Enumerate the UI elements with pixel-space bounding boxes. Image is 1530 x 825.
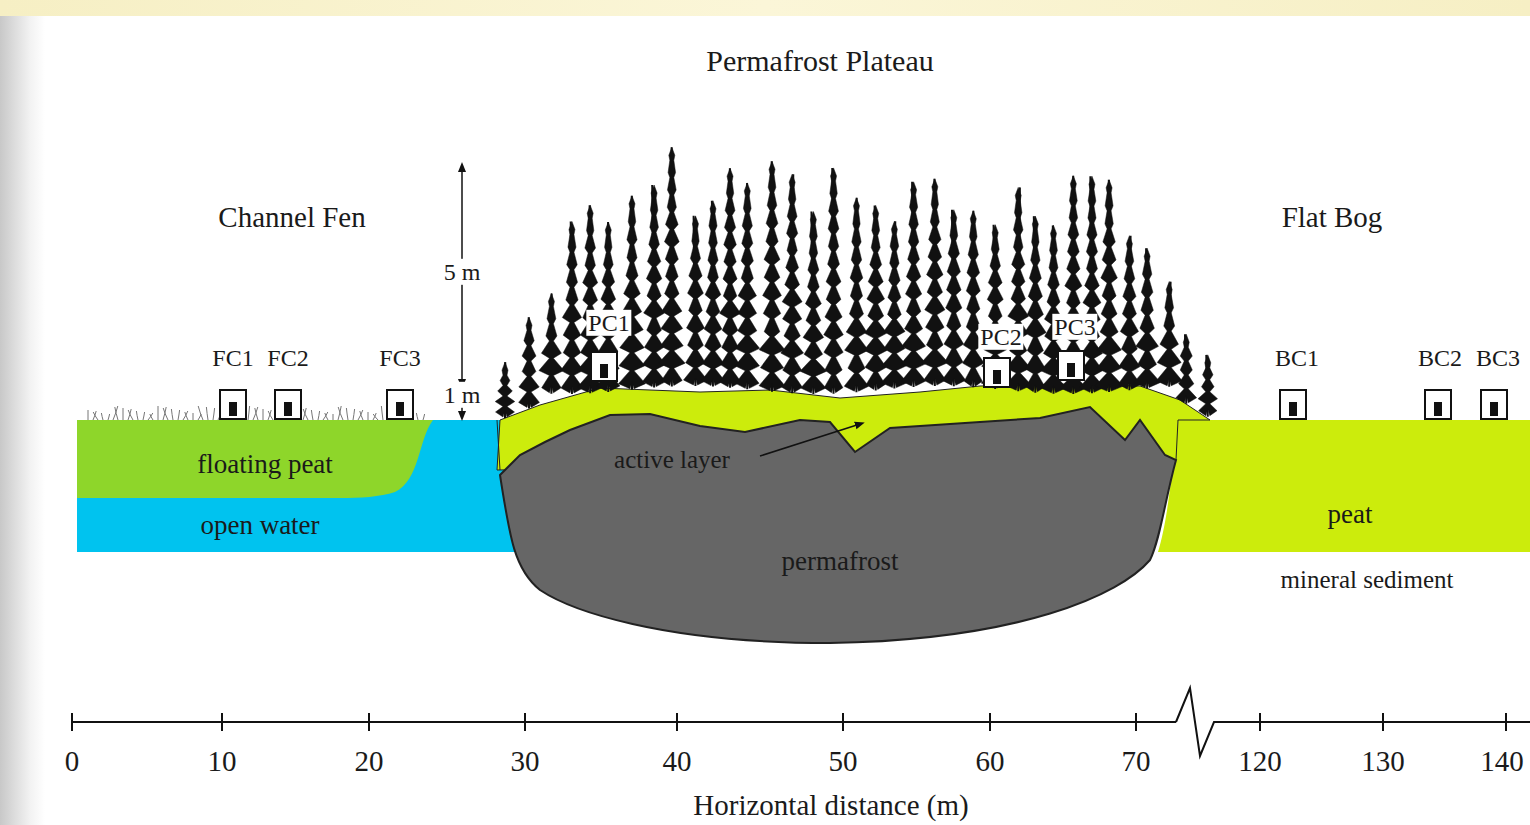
station-label: PC1	[586, 310, 631, 336]
station-label: BC1	[1275, 345, 1319, 371]
tick-label: 70	[1122, 746, 1151, 778]
station-label: PC2	[978, 324, 1023, 350]
station-label: BC2	[1418, 345, 1462, 371]
station-label: BC3	[1476, 345, 1520, 371]
axis-title: Horizontal distance (m)	[693, 790, 968, 822]
permafrost-body	[500, 407, 1176, 643]
floating-peat-layer: floating peat	[150, 445, 380, 485]
station-label: FC3	[379, 345, 420, 371]
tick-label: 130	[1361, 746, 1405, 778]
permafrost-body: permafrost	[730, 542, 950, 582]
peat-layer: peat	[1280, 495, 1420, 535]
feature-label: active layer	[614, 446, 730, 474]
top-bar	[0, 0, 1530, 16]
floating-peat-area	[77, 420, 433, 498]
tick-label: 120	[1238, 746, 1282, 778]
tick-label: 0	[65, 746, 80, 778]
station-label: FC2	[267, 345, 308, 371]
region-label: floating peat	[197, 450, 333, 480]
open-water-area	[77, 420, 517, 552]
station-label: FC1	[212, 345, 253, 371]
area-name: Flat Bog	[1282, 202, 1383, 234]
region-label: open water	[200, 511, 319, 541]
dimension: 5 m	[442, 259, 483, 285]
distance-axis	[72, 688, 1530, 756]
tick-label: 60	[976, 746, 1005, 778]
bog-peat-area	[1158, 420, 1530, 552]
tick-label: 10	[208, 746, 237, 778]
diagram-title: Permafrost Plateau	[706, 44, 933, 77]
tick-label: 40	[663, 746, 692, 778]
station-label: PC3	[1052, 314, 1097, 340]
region-label: permafrost	[782, 547, 899, 577]
leader-line	[760, 424, 860, 456]
dimension: 1 m	[442, 382, 483, 408]
area-name: Channel Fen	[218, 202, 365, 234]
spruce-trees	[495, 147, 1217, 418]
tick-label: 30	[511, 746, 540, 778]
open-water-layer: open water	[150, 506, 370, 546]
region-label: peat	[1328, 500, 1373, 530]
tick-label: 140	[1480, 746, 1524, 778]
tick-label: 50	[829, 746, 858, 778]
layer-label: mineral sediment	[1281, 566, 1454, 594]
tick-label: 20	[355, 746, 384, 778]
grass	[88, 406, 425, 420]
